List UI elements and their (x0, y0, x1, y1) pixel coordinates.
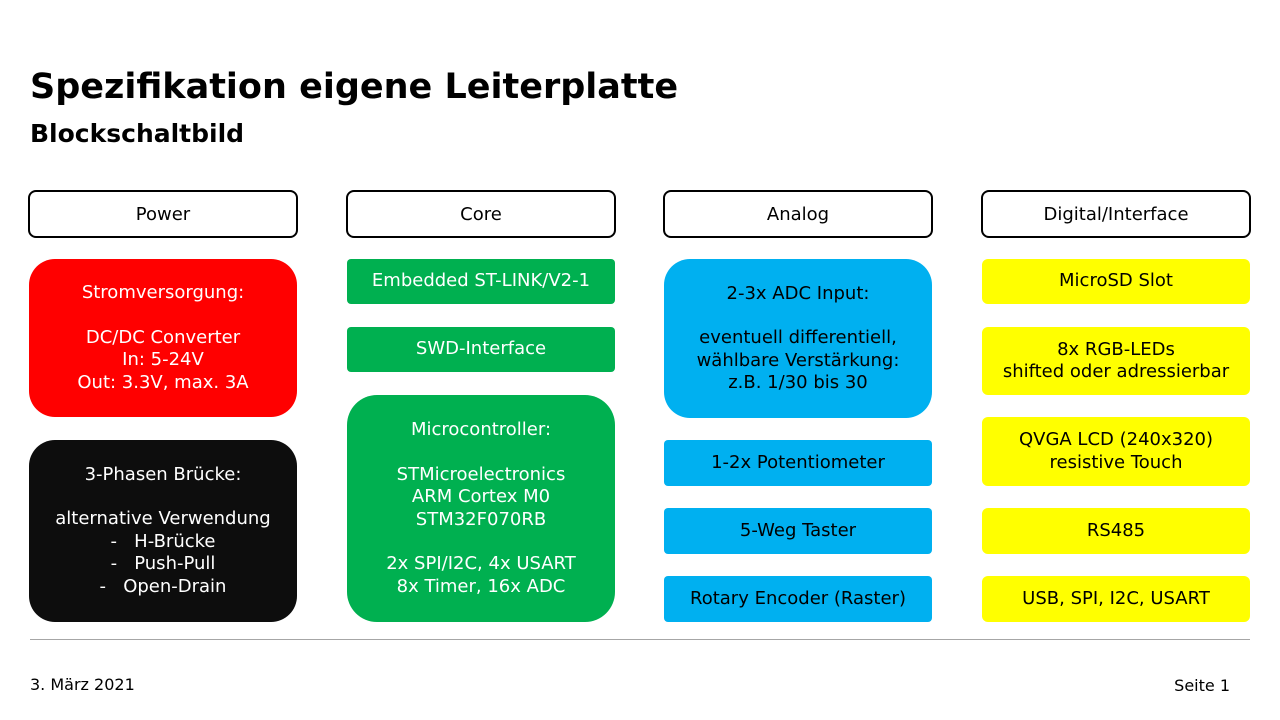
block-qvga-lcd: QVGA LCD (240x320) resistive Touch (982, 417, 1250, 486)
bruecke-mode-list: - H-Brücke - Push-Pull - Open-Drain (100, 531, 227, 599)
bruecke-mode-push-pull: - Push-Pull (110, 553, 216, 575)
block-interfaces: USB, SPI, I2C, USART (982, 576, 1250, 622)
slide-title: Spezifikation eigene Leiterplatte (30, 67, 679, 107)
block-5-weg-taster: 5-Weg Taster (664, 508, 932, 554)
bruecke-intro: alternative Verwendung (55, 508, 271, 530)
block-stromversorgung: Stromversorgung: DC/DC Converter In: 5-2… (29, 259, 297, 417)
microcontroller-heading: Microcontroller: (410, 419, 552, 440)
block-rotary-encoder: Rotary Encoder (Raster) (664, 576, 932, 622)
adc-line-differential: eventuell differentiell, (699, 327, 897, 348)
block-rgb-leds: 8x RGB-LEDs shifted oder adressierbar (982, 327, 1250, 395)
stromversorgung-line-converter: DC/DC Converter (85, 326, 241, 348)
footer-divider (30, 639, 1250, 640)
lcd-line-display: QVGA LCD (240x320) (1018, 429, 1214, 450)
block-st-link: Embedded ST-LINK/V2-1 (347, 259, 615, 304)
block-adc-input: 2-3x ADC Input: eventuell differentiell,… (664, 259, 932, 418)
block-microcontroller: Microcontroller: STMicroelectronics ARM … (347, 395, 615, 622)
microcontroller-vendor: STMicroelectronics (396, 463, 566, 485)
lcd-line-touch: resistive Touch (1049, 451, 1183, 473)
block-potentiometer: 1-2x Potentiometer (664, 440, 932, 486)
column-header-core: Core (346, 190, 616, 238)
adc-line-gain: wählbare Verstärkung: (696, 349, 900, 371)
microcontroller-core: ARM Cortex M0 (411, 486, 551, 507)
bruecke-heading: 3-Phasen Brücke: (84, 463, 242, 485)
column-header-power: Power (28, 190, 298, 238)
bruecke-mode-open-drain: - Open-Drain (99, 575, 227, 597)
column-header-digital-interface: Digital/Interface (981, 190, 1251, 238)
bruecke-mode-h-bruecke: - H-Brücke (110, 530, 216, 552)
microcontroller-part: STM32F070RB (415, 508, 547, 530)
stromversorgung-line-output: Out: 3.3V, max. 3A (77, 371, 249, 393)
footer-date: 3. März 2021 (30, 675, 135, 694)
block-3-phasen-bruecke: 3-Phasen Brücke: alternative Verwendung … (29, 440, 297, 622)
microcontroller-features-timer: 8x Timer, 16x ADC (396, 575, 566, 597)
block-rs485: RS485 (982, 508, 1250, 554)
block-swd-interface: SWD-Interface (347, 327, 615, 372)
stromversorgung-line-input: In: 5-24V (122, 349, 204, 370)
adc-line-range: z.B. 1/30 bis 30 (728, 372, 868, 393)
microcontroller-features-comm: 2x SPI/I2C, 4x USART (386, 553, 576, 574)
rgb-line-count: 8x RGB-LEDs (1057, 338, 1175, 360)
slide-subtitle: Blockschaltbild (30, 119, 245, 148)
footer-page-number: Seite 1 (1174, 676, 1230, 695)
rgb-line-type: shifted oder adressierbar (1002, 361, 1230, 382)
column-header-analog: Analog (663, 190, 933, 238)
stromversorgung-heading: Stromversorgung: (81, 282, 245, 303)
adc-heading: 2-3x ADC Input: (726, 282, 870, 304)
block-microsd-slot: MicroSD Slot (982, 259, 1250, 304)
